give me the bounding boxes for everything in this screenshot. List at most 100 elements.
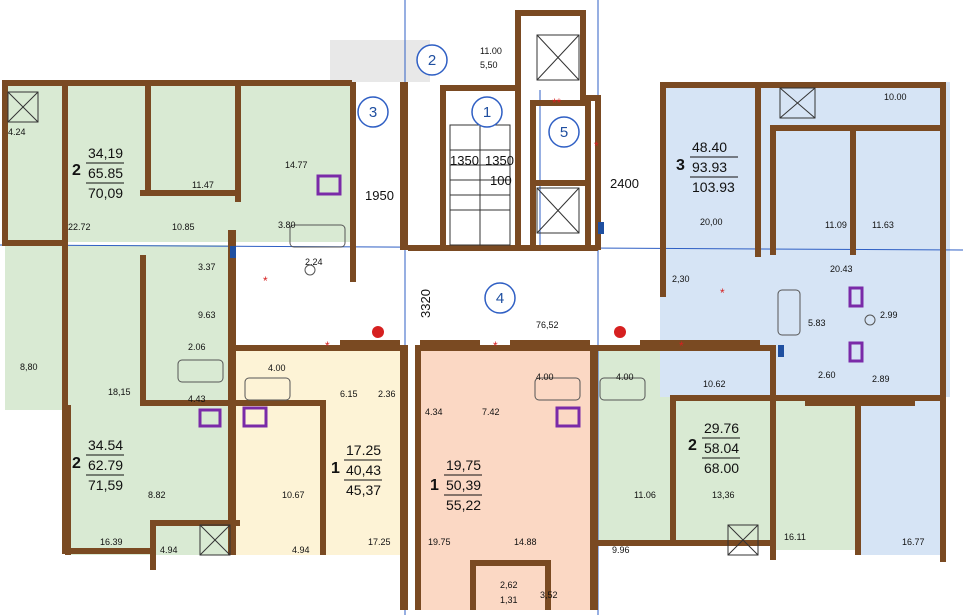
apt-nw-full: 70,09 — [88, 185, 123, 201]
area-ne-bed1: 11.09 — [825, 220, 847, 230]
area-1a-hall: 6.15 — [340, 389, 358, 399]
area-sw-loggia: 4.94 — [160, 545, 178, 555]
circle-label-2: 2 — [428, 52, 436, 69]
area-ne-hall2: 2.89 — [872, 374, 890, 384]
svg-text:*: * — [720, 286, 725, 300]
svg-text:*: * — [325, 339, 330, 353]
circle-label-4: 4 — [496, 290, 504, 307]
stair-dim-right: 1350 — [485, 153, 514, 168]
area-ne-kitchen: 20,00 — [700, 217, 723, 227]
area-ne-closet: 2.60 — [818, 370, 836, 380]
area-corridor: 76,52 — [536, 320, 559, 330]
area-ne-wc: 2.99 — [880, 310, 898, 320]
apt-1a-full: 45,37 — [346, 482, 381, 498]
area-1a-loggia: 4.94 — [292, 545, 310, 555]
apt-nw-rooms: 2 — [72, 162, 81, 179]
apt-se-living: 29.76 — [704, 420, 739, 436]
area-ne-living: 16.77 — [902, 537, 925, 547]
area-se-bedroom: 13,36 — [712, 490, 735, 500]
area-sw-hall: 8.82 — [148, 490, 166, 500]
area-1a-kitchen: 10.67 — [282, 490, 305, 500]
apt-se-full: 68.00 — [704, 460, 739, 476]
apt-nw-living: 34,19 — [88, 145, 123, 161]
apt-nw-total: 65.85 — [88, 165, 123, 181]
blue-markers — [230, 222, 784, 357]
stair-dim-bottom: 100 — [490, 173, 512, 188]
red-asterisk-markers: * * * * * * ** — [263, 96, 725, 353]
svg-text:*: * — [594, 139, 599, 153]
area-storage2: 1,31 — [500, 595, 518, 605]
area-w-small1: 9.63 — [198, 310, 216, 320]
svg-text:**: ** — [552, 96, 562, 110]
circle-label-3: 3 — [369, 104, 377, 121]
area-ne-hall: 20.43 — [830, 264, 853, 274]
area-nw-kitchen: 14.77 — [285, 160, 308, 170]
area-ne-balcony: 10.00 — [884, 92, 907, 102]
area-top-balcony1: 11.00 — [480, 46, 502, 56]
area-top-balcony2: 5,50 — [480, 60, 498, 70]
shaft-se — [727, 524, 759, 556]
stair-dim-left: 1350 — [450, 153, 479, 168]
area-w-balcony: 8,80 — [20, 362, 38, 372]
area-w-living: 18,15 — [108, 387, 131, 397]
area-nw-wc: 2.24 — [305, 257, 323, 267]
staircase — [449, 124, 511, 246]
area-2-bath: 4.00 — [536, 372, 554, 382]
corridor-width-left: 1950 — [365, 188, 394, 203]
area-se-hall: 10.62 — [703, 379, 726, 389]
area-2-hall: 7.42 — [482, 407, 500, 417]
svg-text:*: * — [493, 339, 498, 353]
walls — [2, 10, 946, 610]
area-se-bath: 4.00 — [616, 372, 634, 382]
area-balcony-top-left: 4.24 — [8, 127, 26, 137]
apt-sw-rooms: 2 — [72, 455, 81, 472]
apt-1b-full: 55,22 — [446, 497, 481, 513]
area-1a-bath: 4.00 — [268, 363, 286, 373]
area-storage1: 2,62 — [500, 580, 518, 590]
corridor-height: 3320 — [418, 289, 433, 318]
apt-sw-living: 34.54 — [88, 437, 123, 453]
shaft-nw — [7, 91, 39, 123]
area-ne-bed2: 11.63 — [872, 220, 894, 230]
area-nw-hall: 10.85 — [172, 222, 195, 232]
area-nw-bedroom: 11.47 — [192, 180, 214, 190]
apt-sw-total: 62.79 — [88, 457, 123, 473]
apt-se-rooms: 2 — [688, 437, 697, 454]
area-se-kitchen: 11.06 — [634, 490, 656, 500]
elevator-top — [536, 34, 580, 81]
svg-text:*: * — [679, 339, 684, 353]
apt-1b-rooms: 1 — [430, 477, 439, 494]
fire-hydrants — [372, 326, 626, 338]
apt-ne-total: 93.93 — [692, 159, 727, 175]
apt-1a-rooms: 1 — [331, 460, 340, 477]
area-ne-bath: 5.83 — [808, 318, 826, 328]
area-w-bath: 4.43 — [188, 394, 206, 404]
location-circles — [357, 44, 580, 314]
area-nw-living: 22.72 — [68, 222, 91, 232]
area-1a-wc: 2.36 — [378, 389, 396, 399]
apartment-1b-fill — [415, 345, 590, 610]
area-se-loggia: 9.96 — [612, 545, 630, 555]
shaft-sw — [199, 524, 231, 556]
area-w-hall: 3.37 — [198, 262, 216, 272]
elevator-bottom — [536, 187, 580, 234]
apartment-w-fill — [5, 245, 230, 410]
circle-label-5: 5 — [560, 124, 568, 141]
balcony-top-fill — [330, 40, 430, 82]
apt-se-total: 58.04 — [704, 440, 739, 456]
area-2-kitchen: 14.88 — [514, 537, 537, 547]
area-sw-living: 16.39 — [100, 537, 123, 547]
area-nw-bath: 3.80 — [278, 220, 296, 230]
corridor-width-right: 2400 — [610, 176, 639, 191]
purple-markers — [198, 174, 864, 428]
area-2-small: 4.34 — [425, 407, 443, 417]
apt-sw-full: 71,59 — [88, 477, 123, 493]
apt-ne-rooms: 3 — [676, 157, 685, 174]
fixtures — [177, 224, 876, 401]
area-1a-room: 17.25 — [368, 537, 391, 547]
room-area-labels: 4.24 22.72 11.47 14.77 10.85 3.80 2.24 3… — [8, 46, 925, 605]
apt-1b-living: 19,75 — [446, 457, 481, 473]
apt-ne-living: 48.40 — [692, 139, 727, 155]
apt-ne-full: 103.93 — [692, 179, 735, 195]
